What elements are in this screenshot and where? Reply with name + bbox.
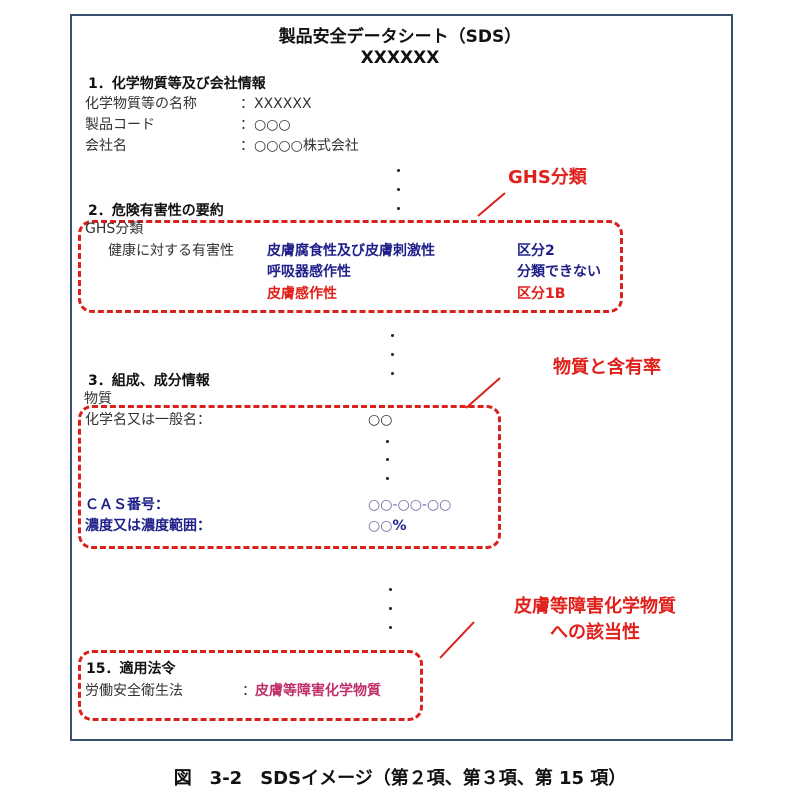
hazard-class: 分類できない: [517, 264, 601, 280]
substance-highlight-box: [78, 405, 501, 549]
percent-sign: %: [392, 518, 407, 534]
ellipsis-dot: [397, 207, 400, 210]
section3-heading: 3．組成、成分情報: [88, 373, 210, 389]
callout-skin-line2: への該当性: [550, 622, 640, 643]
ellipsis-dot: [386, 458, 389, 461]
hazard-class: 区分1B: [517, 286, 566, 302]
ghs-label: GHS分類: [85, 221, 144, 237]
callout-ghs: GHS分類: [508, 167, 587, 188]
ellipsis-dot: [391, 353, 394, 356]
figure-caption: 図 3-2 SDSイメージ（第２項、第３項、第 15 項）: [173, 768, 627, 789]
sds-document-frame: [70, 14, 733, 741]
ellipsis-dot: [397, 188, 400, 191]
leader-line-ghs: [477, 192, 506, 217]
concentration-label: 濃度又は濃度範囲：: [85, 518, 211, 534]
concentration-circles: ○○: [368, 518, 393, 534]
ellipsis-dot: [391, 334, 394, 337]
callout-skin-line1: 皮膚等障害化学物質: [514, 596, 676, 617]
ghs-highlight-box: [78, 220, 623, 313]
row-value: ：○○○○株式会社: [240, 138, 359, 154]
ellipsis-dot: [386, 440, 389, 443]
law-value: 皮膚等障害化学物質: [255, 683, 381, 699]
row-label: 製品コード: [85, 117, 155, 133]
ellipsis-dot: [389, 626, 392, 629]
ellipsis-dot: [389, 588, 392, 591]
hazard-item: 皮膚腐食性及び皮膚刺激性: [267, 243, 435, 259]
row-value: ：○○○: [240, 117, 291, 133]
ellipsis-dot: [397, 169, 400, 172]
hazard-class: 区分2: [517, 243, 555, 259]
hazard-item: 呼吸器感作性: [267, 264, 351, 280]
section1-heading: 1．化学物質等及び会社情報: [88, 76, 266, 92]
leader-line-substance: [465, 377, 501, 409]
hazard-item: 皮膚感作性: [267, 286, 337, 302]
law-colon: ：: [242, 683, 256, 699]
ellipsis-dot: [389, 607, 392, 610]
document-title: 製品安全データシート（SDS）: [278, 27, 522, 47]
chemical-name-value: ○○: [368, 412, 393, 428]
concentration-value: ○○%: [368, 518, 406, 534]
cas-label: ＣＡＳ番号：: [85, 497, 169, 513]
section2-heading: 2．危険有害性の要約: [88, 203, 224, 219]
section15-heading: 15．適用法令: [86, 661, 176, 677]
ellipsis-dot: [391, 372, 394, 375]
cas-value: ○○-○○-○○: [368, 497, 452, 513]
health-hazard-label: 健康に対する有害性: [108, 243, 234, 259]
law-highlight-box: [78, 650, 423, 721]
callout-substance: 物質と含有率: [553, 357, 661, 378]
ellipsis-dot: [386, 477, 389, 480]
product-name: XXXXXX: [360, 48, 440, 68]
row-label: 会社名: [85, 138, 127, 154]
callout-skin-hazard: 皮膚等障害化学物質 への該当性: [480, 594, 710, 646]
leader-line-skin: [439, 621, 475, 659]
row-label: 化学物質等の名称: [85, 96, 197, 112]
row-value: ：XXXXXX: [240, 96, 312, 112]
law-label: 労働安全衛生法: [85, 683, 183, 699]
chemical-name-label: 化学名又は一般名：: [85, 412, 211, 428]
substance-label: 物質: [84, 391, 112, 407]
